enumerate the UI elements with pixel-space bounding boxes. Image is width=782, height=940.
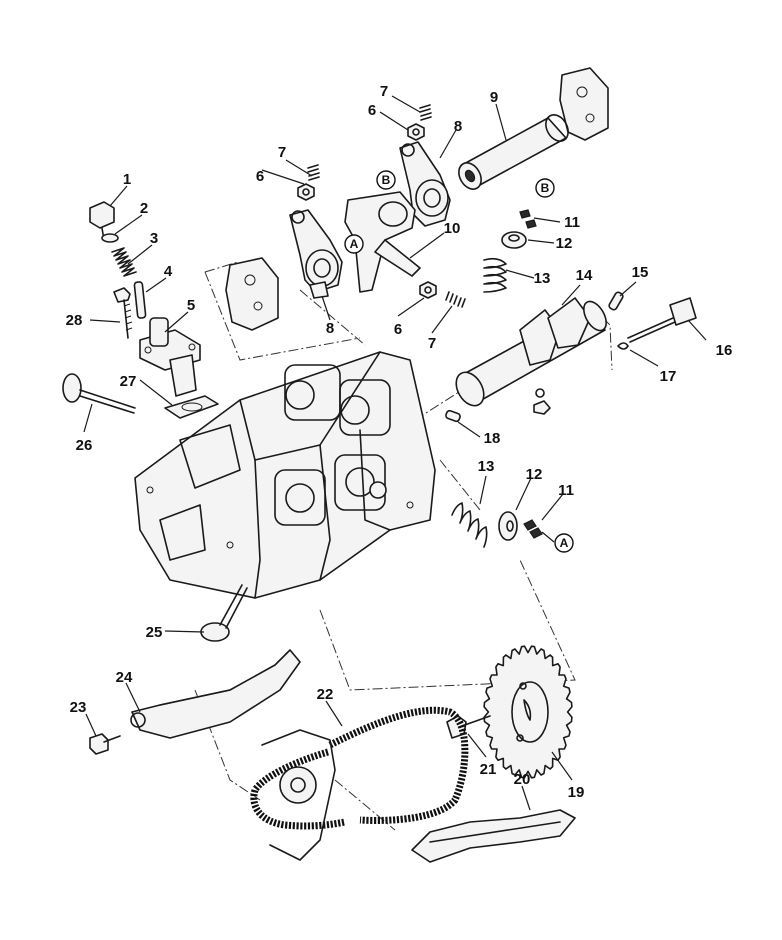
callout-8-left: 8 <box>326 320 334 337</box>
part-7-screw-b <box>307 164 320 181</box>
part-16-shaft <box>627 297 697 343</box>
callout-25: 25 <box>146 624 163 641</box>
callout-2: 2 <box>140 200 148 217</box>
callout-7-left: 7 <box>278 144 286 161</box>
part-17-clip <box>617 342 629 350</box>
reference-marker-a-bottom: A <box>554 533 574 553</box>
reference-marker-b-right: B <box>535 178 555 198</box>
part-19-cam-sprocket <box>483 645 573 779</box>
callout-15: 15 <box>632 264 649 281</box>
callout-6-top: 6 <box>368 102 376 119</box>
callout-23: 23 <box>70 699 87 716</box>
callout-1: 1 <box>123 171 131 188</box>
callout-24: 24 <box>116 669 133 686</box>
cylinder-head <box>134 351 436 599</box>
part-23-bolt <box>89 733 121 755</box>
callout-8-right: 8 <box>454 118 462 135</box>
crank-sprocket <box>261 729 336 861</box>
part-12-retainer-lower <box>498 511 518 541</box>
part-8-rocker-arm-right <box>399 141 451 227</box>
part-18-dowel <box>445 409 461 423</box>
part-25-valve <box>200 584 248 642</box>
callout-7-top: 7 <box>380 83 388 100</box>
callout-21: 21 <box>480 761 497 778</box>
callout-12-top: 12 <box>556 235 573 252</box>
part-24-chain-guide <box>130 649 301 739</box>
part-14-camshaft <box>455 297 607 415</box>
part-4-pin <box>133 281 147 319</box>
leader-lines <box>83 95 707 811</box>
callout-14: 14 <box>576 267 593 284</box>
part-11-valve-keeper-upper <box>519 209 537 229</box>
callout-11-bottom: 11 <box>558 482 574 499</box>
part-5-tensioner <box>139 317 201 397</box>
part-6-nut-c <box>419 281 437 299</box>
callout-9: 9 <box>490 89 498 106</box>
part-26-valve <box>62 373 136 414</box>
reference-letter: B <box>541 181 550 195</box>
part-6-nut-a <box>407 123 425 141</box>
callout-26: 26 <box>76 437 93 454</box>
callout-13-top: 13 <box>534 270 551 287</box>
reference-letter: A <box>560 536 569 550</box>
callout-20: 20 <box>514 771 531 788</box>
callout-22: 22 <box>317 686 334 703</box>
callout-5: 5 <box>187 297 195 314</box>
rocker-support-left <box>225 257 279 331</box>
part-10-rocker-arm <box>344 191 421 293</box>
callout-10: 10 <box>444 220 461 237</box>
reference-marker-a-top: A <box>344 234 364 254</box>
part-15-pin <box>608 291 624 311</box>
reference-marker-b-left: B <box>376 170 396 190</box>
callout-12-bottom: 12 <box>526 466 543 483</box>
callout-28: 28 <box>66 312 83 329</box>
callout-7-mid: 7 <box>428 335 436 352</box>
part-7-screw-c <box>445 291 466 308</box>
callout-19: 19 <box>568 784 585 801</box>
part-13-valve-spring-upper <box>483 257 507 293</box>
part-11-valve-keeper-lower <box>523 519 543 539</box>
callout-27: 27 <box>120 373 137 390</box>
rocker-support-right <box>559 67 609 141</box>
part-27-gasket <box>164 395 219 419</box>
callout-11-top: 11 <box>564 214 580 231</box>
part-20-tensioner-guide <box>411 809 576 863</box>
part-28-bolt <box>113 287 133 339</box>
part-3-spring <box>111 247 137 277</box>
part-7-screw-a <box>419 104 432 121</box>
part-12-retainer-upper <box>501 231 527 249</box>
callout-6-mid: 6 <box>394 321 402 338</box>
part-8-rocker-arm-left <box>289 209 343 299</box>
reference-letter: B <box>382 173 391 187</box>
callout-16: 16 <box>716 342 733 359</box>
part-6-nut-b <box>297 183 315 201</box>
callout-17: 17 <box>660 368 677 385</box>
callout-labels: 1 2 3 4 5 28 27 26 25 24 23 22 21 20 19 … <box>66 83 733 801</box>
part-22-timing-chain <box>250 706 469 830</box>
reference-letter: A <box>350 237 359 251</box>
callout-18: 18 <box>484 430 501 447</box>
callout-13-bottom: 13 <box>478 458 495 475</box>
callout-4: 4 <box>164 263 173 280</box>
part-9-rocker-shaft <box>458 114 569 190</box>
part-13-valve-spring-lower <box>451 502 488 548</box>
callout-6-left: 6 <box>256 168 264 185</box>
part-2-washer <box>101 233 119 243</box>
callout-3: 3 <box>150 230 158 247</box>
